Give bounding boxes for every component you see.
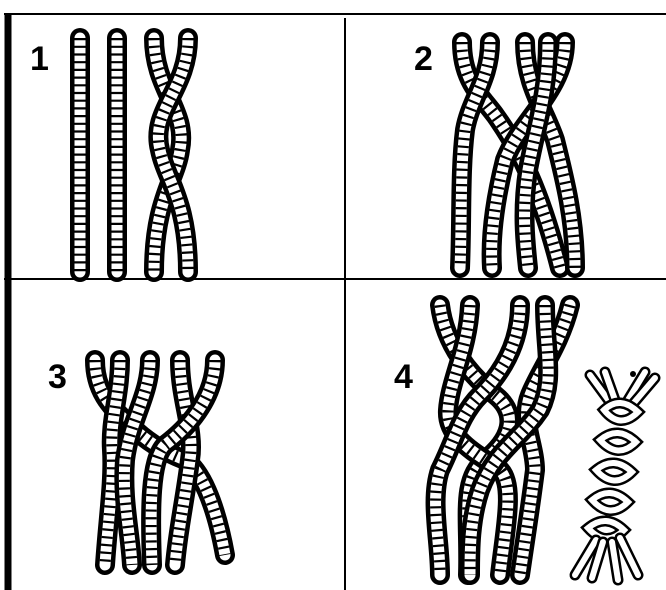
panel-2: 2 (414, 40, 575, 268)
step-number-1: 1 (30, 40, 49, 78)
panel-3: 3 (48, 358, 225, 565)
finished-braid-links (588, 403, 638, 539)
panel-4: 4 (394, 305, 655, 580)
finished-braid-bottom-ends (575, 538, 638, 580)
finished-braid-illustration (575, 371, 655, 580)
finished-braid-dot (630, 371, 636, 377)
panel-1-ropes (80, 38, 188, 272)
panel-1: 1 (30, 38, 188, 272)
panel-2-ropes (460, 42, 575, 268)
panel-4-ropes (436, 305, 570, 575)
step-number-2: 2 (414, 40, 433, 78)
panel-3-ropes (95, 360, 225, 565)
step-number-3: 3 (48, 358, 67, 396)
step-number-4: 4 (394, 358, 413, 396)
